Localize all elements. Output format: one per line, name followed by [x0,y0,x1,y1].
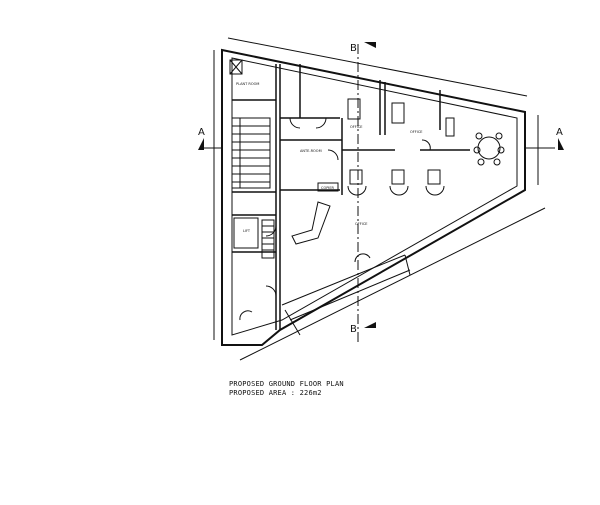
bottom-dimension-line [239,207,546,361]
section-arrow-b-bottom [364,322,376,328]
room-label-lift: LIFT [243,229,251,233]
room-label-office-1: OFFICE [350,125,362,129]
section-a-right-label: A [556,127,563,138]
workstations [347,169,445,196]
copier-box [317,182,339,192]
room-label-copier: COPIER [321,186,335,190]
plant-room-vent [229,59,243,75]
room-label-ante-room: ANTE-ROOM [300,149,322,153]
drawing-title: PROPOSED GROUND FLOOR PLAN [229,380,344,388]
inner-wall [231,57,518,336]
drawing-caption: PROPOSED GROUND FLOOR PLAN PROPOSED AREA… [229,380,344,398]
top-dimension-line [227,37,528,97]
desk [391,102,405,124]
drawing-area: PROPOSED AREA : 226m2 [229,389,322,397]
section-b-top-label: B [350,43,357,54]
room-label-office-2: OFFICE [410,130,422,134]
section-arrow-a-right [558,138,564,150]
partition-walls [232,64,470,330]
section-a-left-label: A [198,127,205,138]
meeting-table [473,132,505,166]
desk [347,98,361,120]
section-arrow-a-left [198,138,204,150]
reception-desk [291,201,331,245]
section-b-bottom-label: B [350,324,357,335]
outer-wall [221,48,526,346]
room-label-plant-room: PLANT ROOM [236,82,259,86]
stairs [231,117,275,259]
corridor-wall [281,254,411,336]
room-label-office-main: OFFICE [355,222,367,226]
doors [239,117,431,321]
section-arrow-b-top [364,42,376,48]
lift-shaft [233,217,259,249]
cabinet [445,117,455,137]
